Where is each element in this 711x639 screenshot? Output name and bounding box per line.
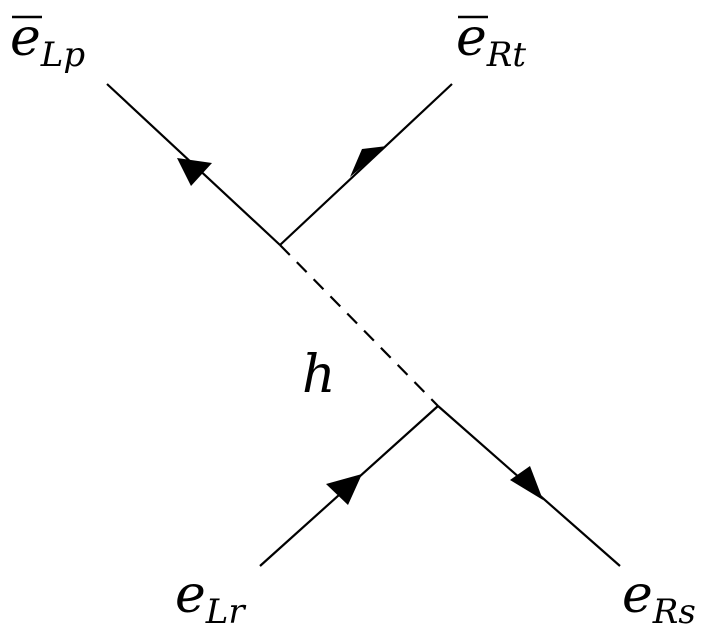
label-top-left-base: e: [10, 8, 41, 68]
svg-text:eLp: eLp: [10, 8, 85, 75]
label-bottom-right-base: e: [622, 565, 653, 625]
label-bottom-left-subscript: Lr: [205, 592, 247, 632]
svg-text:eRs: eRs: [622, 565, 696, 632]
label-top-right: eRt: [456, 8, 526, 75]
higgs-propagator: [279, 244, 439, 407]
propagator-label: h: [302, 345, 336, 405]
label-bottom-left-base: e: [175, 565, 206, 625]
arrow-bottom-left-icon: [326, 474, 362, 505]
label-top-left: eLp: [10, 8, 85, 75]
label-top-right-subscript: Rt: [486, 35, 527, 75]
fermion-line-top-right: [279, 83, 453, 246]
arrow-top-right-icon: [350, 146, 387, 177]
arrow-bottom-right-icon: [510, 466, 543, 500]
label-top-left-subscript: Lp: [40, 35, 85, 75]
svg-text:eRt: eRt: [456, 8, 526, 75]
label-top-right-base: e: [456, 8, 487, 68]
label-bottom-left: eLr: [175, 565, 246, 632]
arrow-top-left-icon: [177, 158, 212, 186]
label-bottom-right-subscript: Rs: [652, 592, 696, 632]
svg-text:eLr: eLr: [175, 565, 246, 632]
label-bottom-right: eRs: [622, 565, 696, 632]
